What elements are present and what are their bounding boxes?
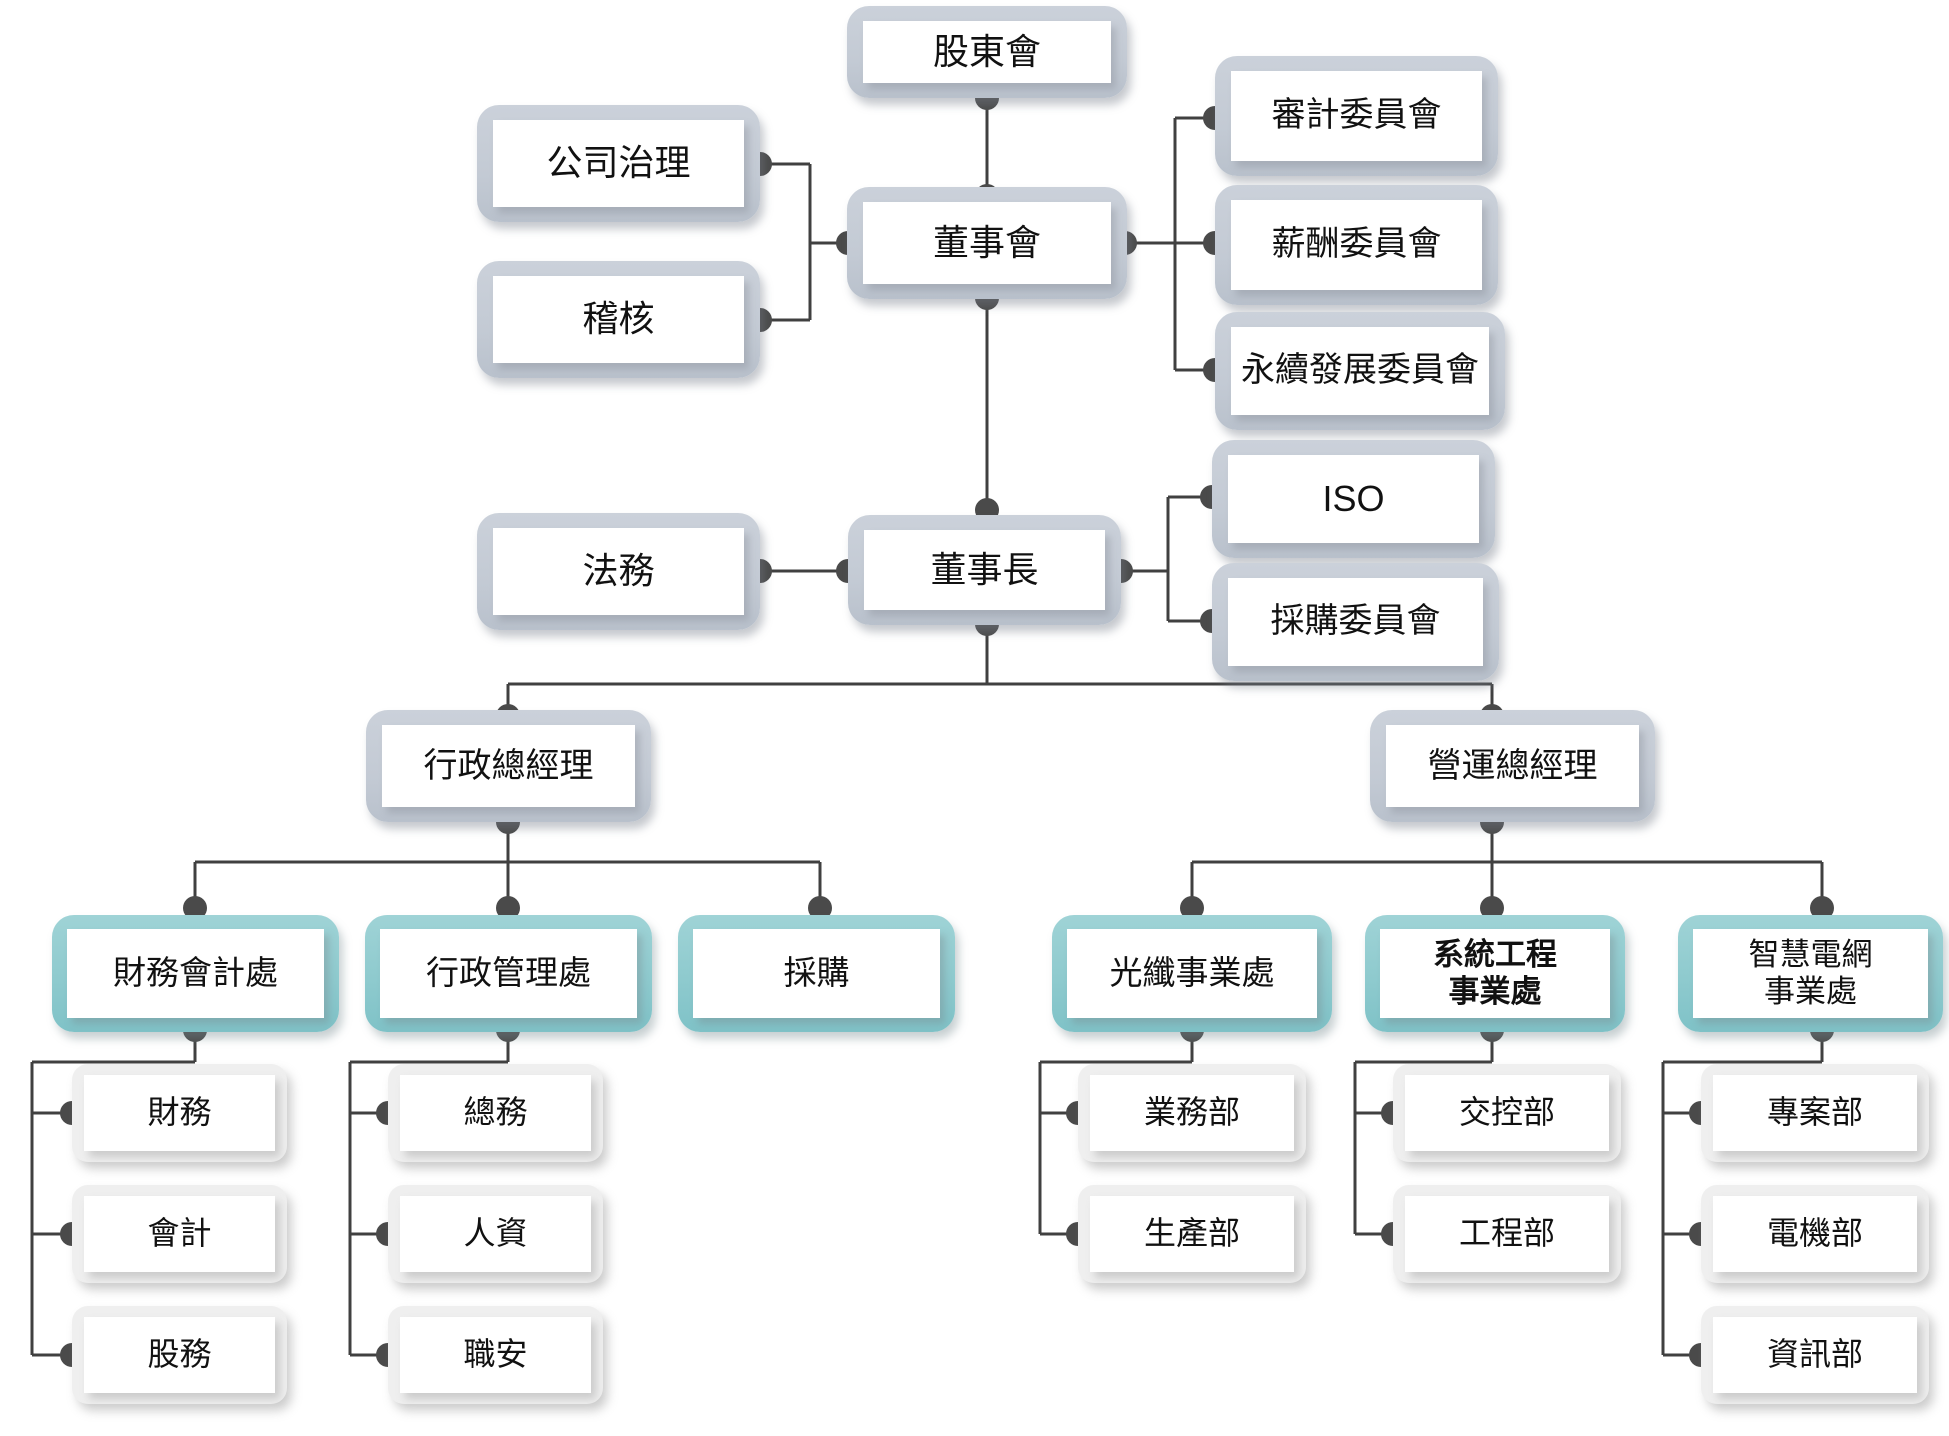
node-board-of-directors[interactable]: 董事會	[847, 187, 1127, 299]
node-label: 生產部	[1090, 1196, 1294, 1272]
node-sales-dept[interactable]: 業務部	[1078, 1064, 1306, 1162]
node-legal-affairs[interactable]: 法務	[477, 513, 760, 630]
node-label: 稽核	[493, 276, 744, 363]
node-label-line1: 智慧電網	[1748, 936, 1873, 972]
node-label: 採購委員會	[1228, 578, 1483, 666]
node-label: 股務	[84, 1317, 275, 1393]
node-operations-general-manager[interactable]: 營運總經理	[1370, 710, 1655, 822]
node-internal-audit[interactable]: 稽核	[477, 261, 760, 378]
node-label: 總務	[400, 1075, 591, 1151]
node-label: 行政總經理	[382, 725, 635, 807]
node-label: 工程部	[1405, 1196, 1609, 1272]
node-label: 審計委員會	[1231, 71, 1482, 161]
node-label-line2: 事業處	[1764, 973, 1857, 1009]
node-label: 職安	[400, 1317, 591, 1393]
node-audit-committee[interactable]: 審計委員會	[1215, 56, 1498, 176]
node-general-affairs-dept[interactable]: 總務	[388, 1064, 603, 1162]
node-system-engineering-division[interactable]: 系統工程 事業處	[1365, 915, 1625, 1032]
node-label: 法務	[493, 528, 744, 615]
node-label: 會計	[84, 1196, 275, 1272]
node-procurement-committee[interactable]: 採購委員會	[1212, 563, 1499, 681]
node-label: 股東會	[863, 21, 1111, 83]
node-label: ISO	[1228, 455, 1479, 543]
node-engineering-dept[interactable]: 工程部	[1393, 1185, 1621, 1283]
node-label: 董事會	[863, 202, 1111, 284]
node-label: 採購	[693, 929, 940, 1018]
node-label: 系統工程 事業處	[1380, 929, 1610, 1018]
node-information-dept[interactable]: 資訊部	[1701, 1306, 1929, 1404]
node-label: 交控部	[1405, 1075, 1609, 1151]
node-sustainability-committee[interactable]: 永續發展委員會	[1215, 312, 1505, 430]
node-procurement-division[interactable]: 採購	[678, 915, 955, 1032]
node-label: 專案部	[1713, 1075, 1917, 1151]
node-shareholders-meeting[interactable]: 股東會	[847, 6, 1127, 98]
node-label: 營運總經理	[1386, 725, 1639, 807]
node-electrical-dept[interactable]: 電機部	[1701, 1185, 1929, 1283]
node-compensation-committee[interactable]: 薪酬委員會	[1215, 185, 1498, 305]
node-accounting-dept[interactable]: 會計	[72, 1185, 287, 1283]
node-corporate-governance[interactable]: 公司治理	[477, 105, 760, 222]
node-label: 人資	[400, 1196, 591, 1272]
node-label: 業務部	[1090, 1075, 1294, 1151]
node-label: 薪酬委員會	[1231, 200, 1482, 290]
node-finance-dept[interactable]: 財務	[72, 1064, 287, 1162]
node-finance-accounting-division[interactable]: 財務會計處	[52, 915, 339, 1032]
node-chairman[interactable]: 董事長	[848, 515, 1121, 625]
node-smart-grid-division[interactable]: 智慧電網 事業處	[1678, 915, 1943, 1032]
node-label: 永續發展委員會	[1231, 327, 1489, 415]
node-label-line2: 事業處	[1448, 973, 1542, 1009]
node-label: 財務會計處	[67, 929, 324, 1018]
node-traffic-control-dept[interactable]: 交控部	[1393, 1064, 1621, 1162]
node-stock-affairs-dept[interactable]: 股務	[72, 1306, 287, 1404]
node-label: 公司治理	[493, 120, 744, 207]
node-label: 行政管理處	[380, 929, 637, 1018]
node-iso[interactable]: ISO	[1212, 440, 1495, 558]
node-human-resources-dept[interactable]: 人資	[388, 1185, 603, 1283]
node-label: 光纖事業處	[1067, 929, 1317, 1018]
node-production-dept[interactable]: 生產部	[1078, 1185, 1306, 1283]
node-label: 資訊部	[1713, 1317, 1917, 1393]
node-label: 財務	[84, 1075, 275, 1151]
node-admin-management-division[interactable]: 行政管理處	[365, 915, 652, 1032]
node-fiber-optic-division[interactable]: 光纖事業處	[1052, 915, 1332, 1032]
node-admin-general-manager[interactable]: 行政總經理	[366, 710, 651, 822]
node-project-dept[interactable]: 專案部	[1701, 1064, 1929, 1162]
node-label: 董事長	[864, 530, 1105, 610]
node-label-line1: 系統工程	[1433, 936, 1557, 972]
node-occupational-safety-dept[interactable]: 職安	[388, 1306, 603, 1404]
node-label: 電機部	[1713, 1196, 1917, 1272]
node-label: 智慧電網 事業處	[1693, 929, 1928, 1018]
